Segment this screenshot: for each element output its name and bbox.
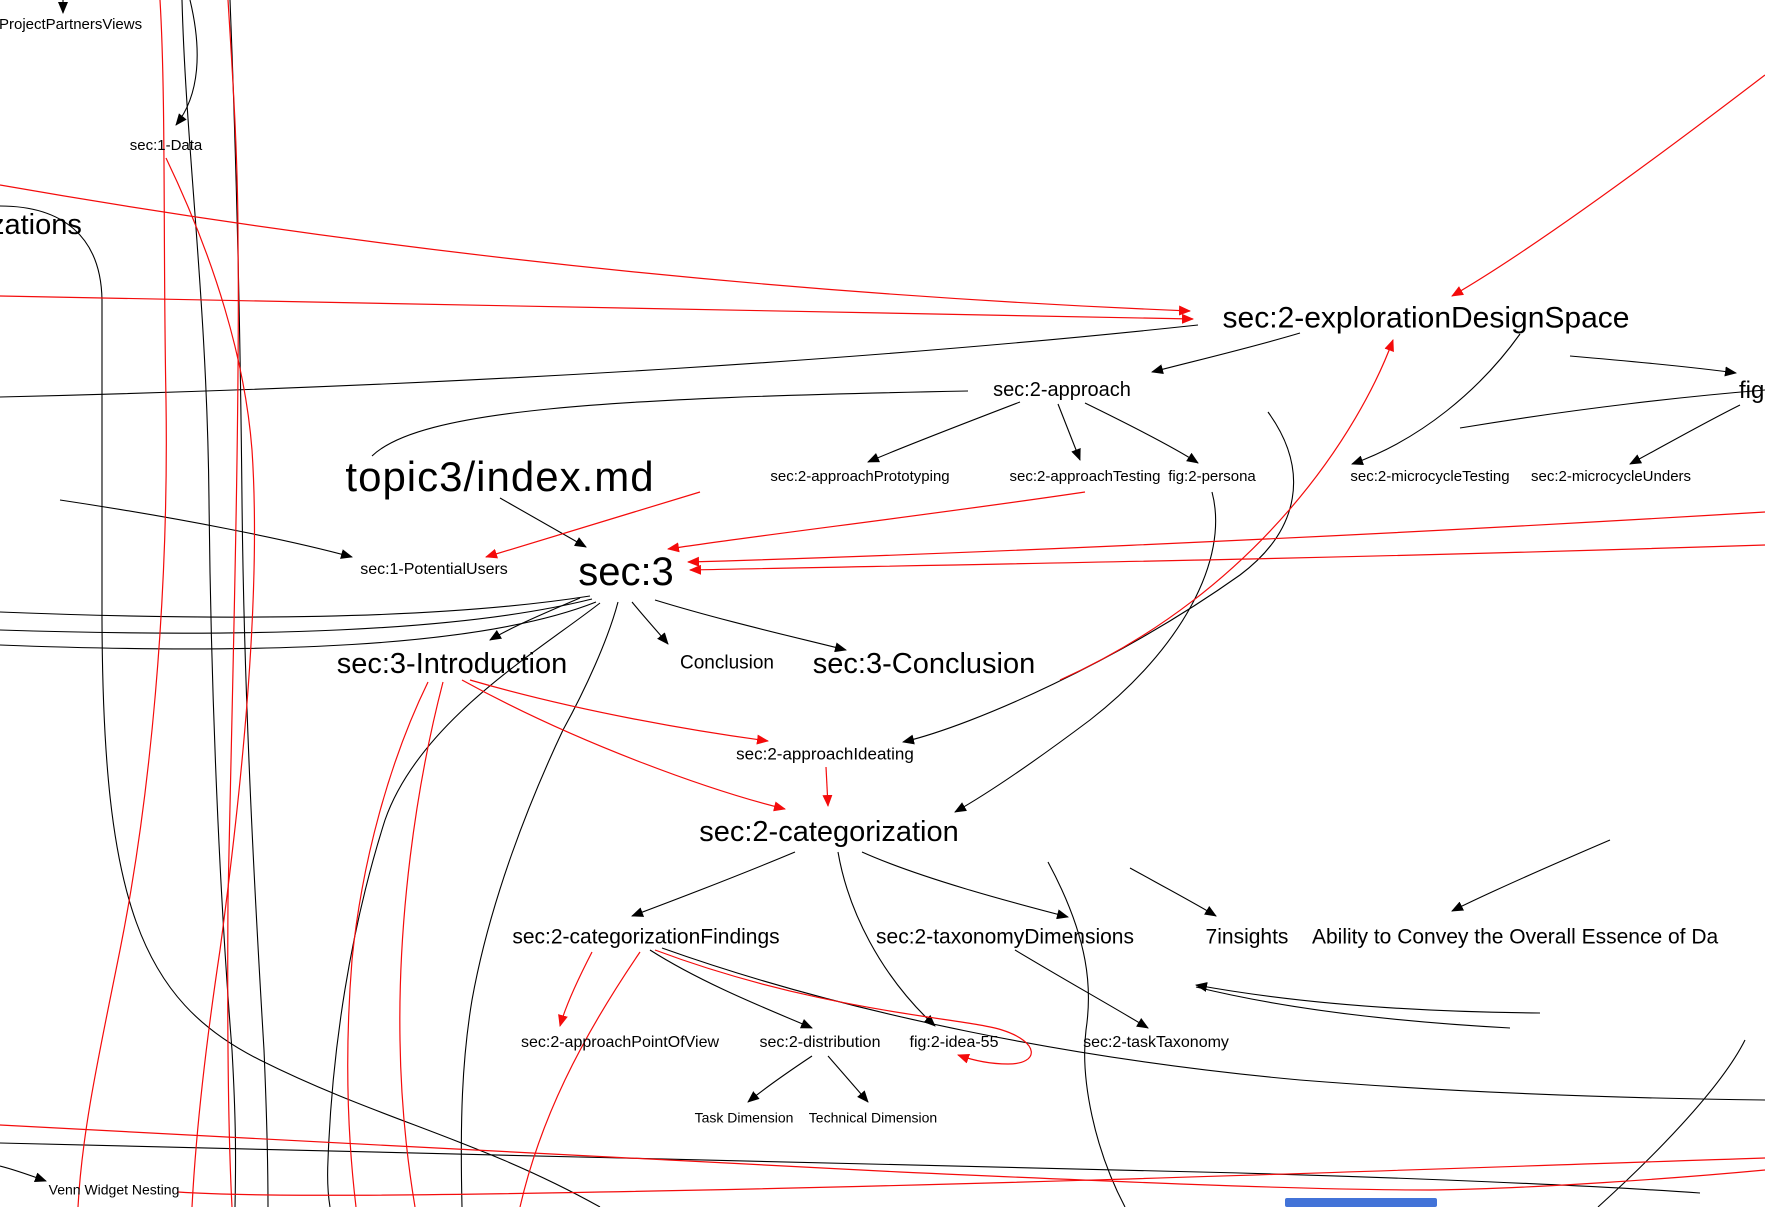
- edge: [499, 497, 587, 548]
- edge: [654, 599, 847, 653]
- edge: [1195, 986, 1511, 1029]
- edge: [837, 851, 936, 1027]
- edge: [1569, 355, 1737, 377]
- edge: [1195, 982, 1541, 1014]
- edge: [399, 681, 444, 1207]
- edge: [0, 595, 591, 618]
- edge: [1014, 949, 1149, 1029]
- edge: [0, 598, 593, 634]
- node-sec-2-approach-prototyping[interactable]: sec:2-approachPrototyping: [770, 467, 950, 485]
- edge: [649, 949, 813, 1029]
- edge: [689, 544, 1765, 575]
- node-sec-3-introduction[interactable]: sec:3-Introduction: [336, 648, 568, 681]
- edge: [747, 1055, 813, 1103]
- node-sec-2-categorization-findings[interactable]: sec:2-categorizationFindings: [512, 925, 780, 949]
- edge: [485, 491, 701, 559]
- edge: [654, 949, 1032, 1065]
- edge: [181, 0, 237, 1207]
- edge: [0, 1124, 1765, 1191]
- node-sec-2-approach-ideating[interactable]: sec:2-approachIdeating: [736, 744, 914, 764]
- node-fig[interactable]: fig: [1739, 376, 1765, 404]
- edge: [59, 499, 353, 559]
- edge: [667, 491, 1086, 553]
- edge: [954, 491, 1217, 813]
- edge: [867, 401, 1021, 463]
- edge: [0, 1165, 47, 1183]
- edge: [177, 1157, 1765, 1196]
- node-technical-dimension[interactable]: Technical Dimension: [808, 1109, 938, 1126]
- node-7insights[interactable]: 7insights: [1205, 925, 1289, 949]
- node-sec-3[interactable]: sec:3: [578, 550, 674, 594]
- edge: [371, 390, 969, 457]
- edge: [489, 597, 581, 641]
- edge: [77, 0, 167, 1207]
- edge: [827, 1055, 869, 1103]
- edge: [1451, 74, 1765, 297]
- edge: [1084, 402, 1199, 464]
- node-sec-3-conclusion[interactable]: sec:3-Conclusion: [812, 648, 1036, 681]
- node-sec-1-data[interactable]: sec:1-Data: [129, 136, 203, 154]
- edge: [469, 679, 769, 745]
- node-topic3-index-md[interactable]: topic3/index.md: [345, 452, 655, 500]
- edge: [229, 0, 269, 1207]
- node-sec-2-approach-point-of-view[interactable]: sec:2-approachPointOfView: [520, 1034, 720, 1052]
- edge: [1151, 332, 1301, 375]
- edge: [0, 1142, 1701, 1194]
- node-sec-2-microcycle-testing[interactable]: sec:2-microcycleTesting: [1350, 467, 1510, 485]
- edge: [1059, 339, 1394, 681]
- node-venn-widget-nesting[interactable]: Venn Widget Nesting: [48, 1181, 180, 1198]
- edge: [1459, 389, 1765, 429]
- edge: [227, 0, 239, 1207]
- edge: [0, 205, 601, 1207]
- edge: [902, 411, 1295, 745]
- edge: [1597, 1039, 1746, 1207]
- edge: [687, 511, 1765, 567]
- edge: [175, 0, 198, 126]
- edge: [0, 295, 1194, 324]
- edge: [461, 679, 786, 812]
- edge: [631, 601, 669, 645]
- edge: [1629, 404, 1741, 465]
- edge: [165, 157, 256, 1207]
- edge: [347, 681, 429, 1207]
- edge: [327, 602, 601, 1207]
- edge: [1351, 333, 1521, 466]
- edge: [460, 601, 619, 1207]
- node-project-partners-views[interactable]: -ProjectPartnersViews: [0, 15, 143, 33]
- edge: [1451, 839, 1611, 912]
- edge: [631, 851, 796, 917]
- node-fig-2-idea-55[interactable]: fig:2-idea-55: [909, 1034, 999, 1052]
- edge: [1047, 861, 1126, 1207]
- node-sec-2-microcycle-unders[interactable]: sec:2-microcycleUnders: [1531, 467, 1692, 485]
- node-sec-2-approach-testing[interactable]: sec:2-approachTesting: [1009, 467, 1161, 485]
- node-sec-2-taxonomy-dimensions[interactable]: sec:2-taxonomyDimensions: [876, 925, 1134, 949]
- node-fig-2-persona[interactable]: fig:2-persona: [1168, 467, 1256, 485]
- edge: [822, 766, 833, 807]
- node-sec-2-approach[interactable]: sec:2-approach: [993, 379, 1131, 401]
- node-task-dimension[interactable]: Task Dimension: [694, 1109, 794, 1126]
- node-sec-1-potential-users[interactable]: sec:1-PotentialUsers: [360, 561, 508, 579]
- node-conclusion[interactable]: Conclusion: [680, 652, 774, 674]
- edge: [0, 601, 597, 650]
- edge: [0, 324, 1199, 398]
- edge: [661, 947, 1765, 1101]
- edge: [1057, 403, 1081, 461]
- edge: [861, 851, 1069, 920]
- node-sec-2-task-taxonomy[interactable]: sec:2-taskTaxonomy: [1083, 1034, 1229, 1052]
- edge: [558, 951, 593, 1027]
- edge: [0, 184, 1191, 316]
- blue-indicator-bar[interactable]: [1285, 1198, 1437, 1207]
- node-ability-to-convey[interactable]: Ability to Convey the Overall Essence of…: [1312, 925, 1719, 949]
- edge: [1129, 867, 1217, 917]
- edge: [519, 951, 641, 1207]
- node-sec-2-categorization[interactable]: sec:2-categorization: [699, 816, 959, 849]
- node-sec-2-distribution[interactable]: sec:2-distribution: [759, 1034, 881, 1052]
- node-sec-2-exploration-design-space[interactable]: sec:2-explorationDesignSpace: [1222, 301, 1630, 335]
